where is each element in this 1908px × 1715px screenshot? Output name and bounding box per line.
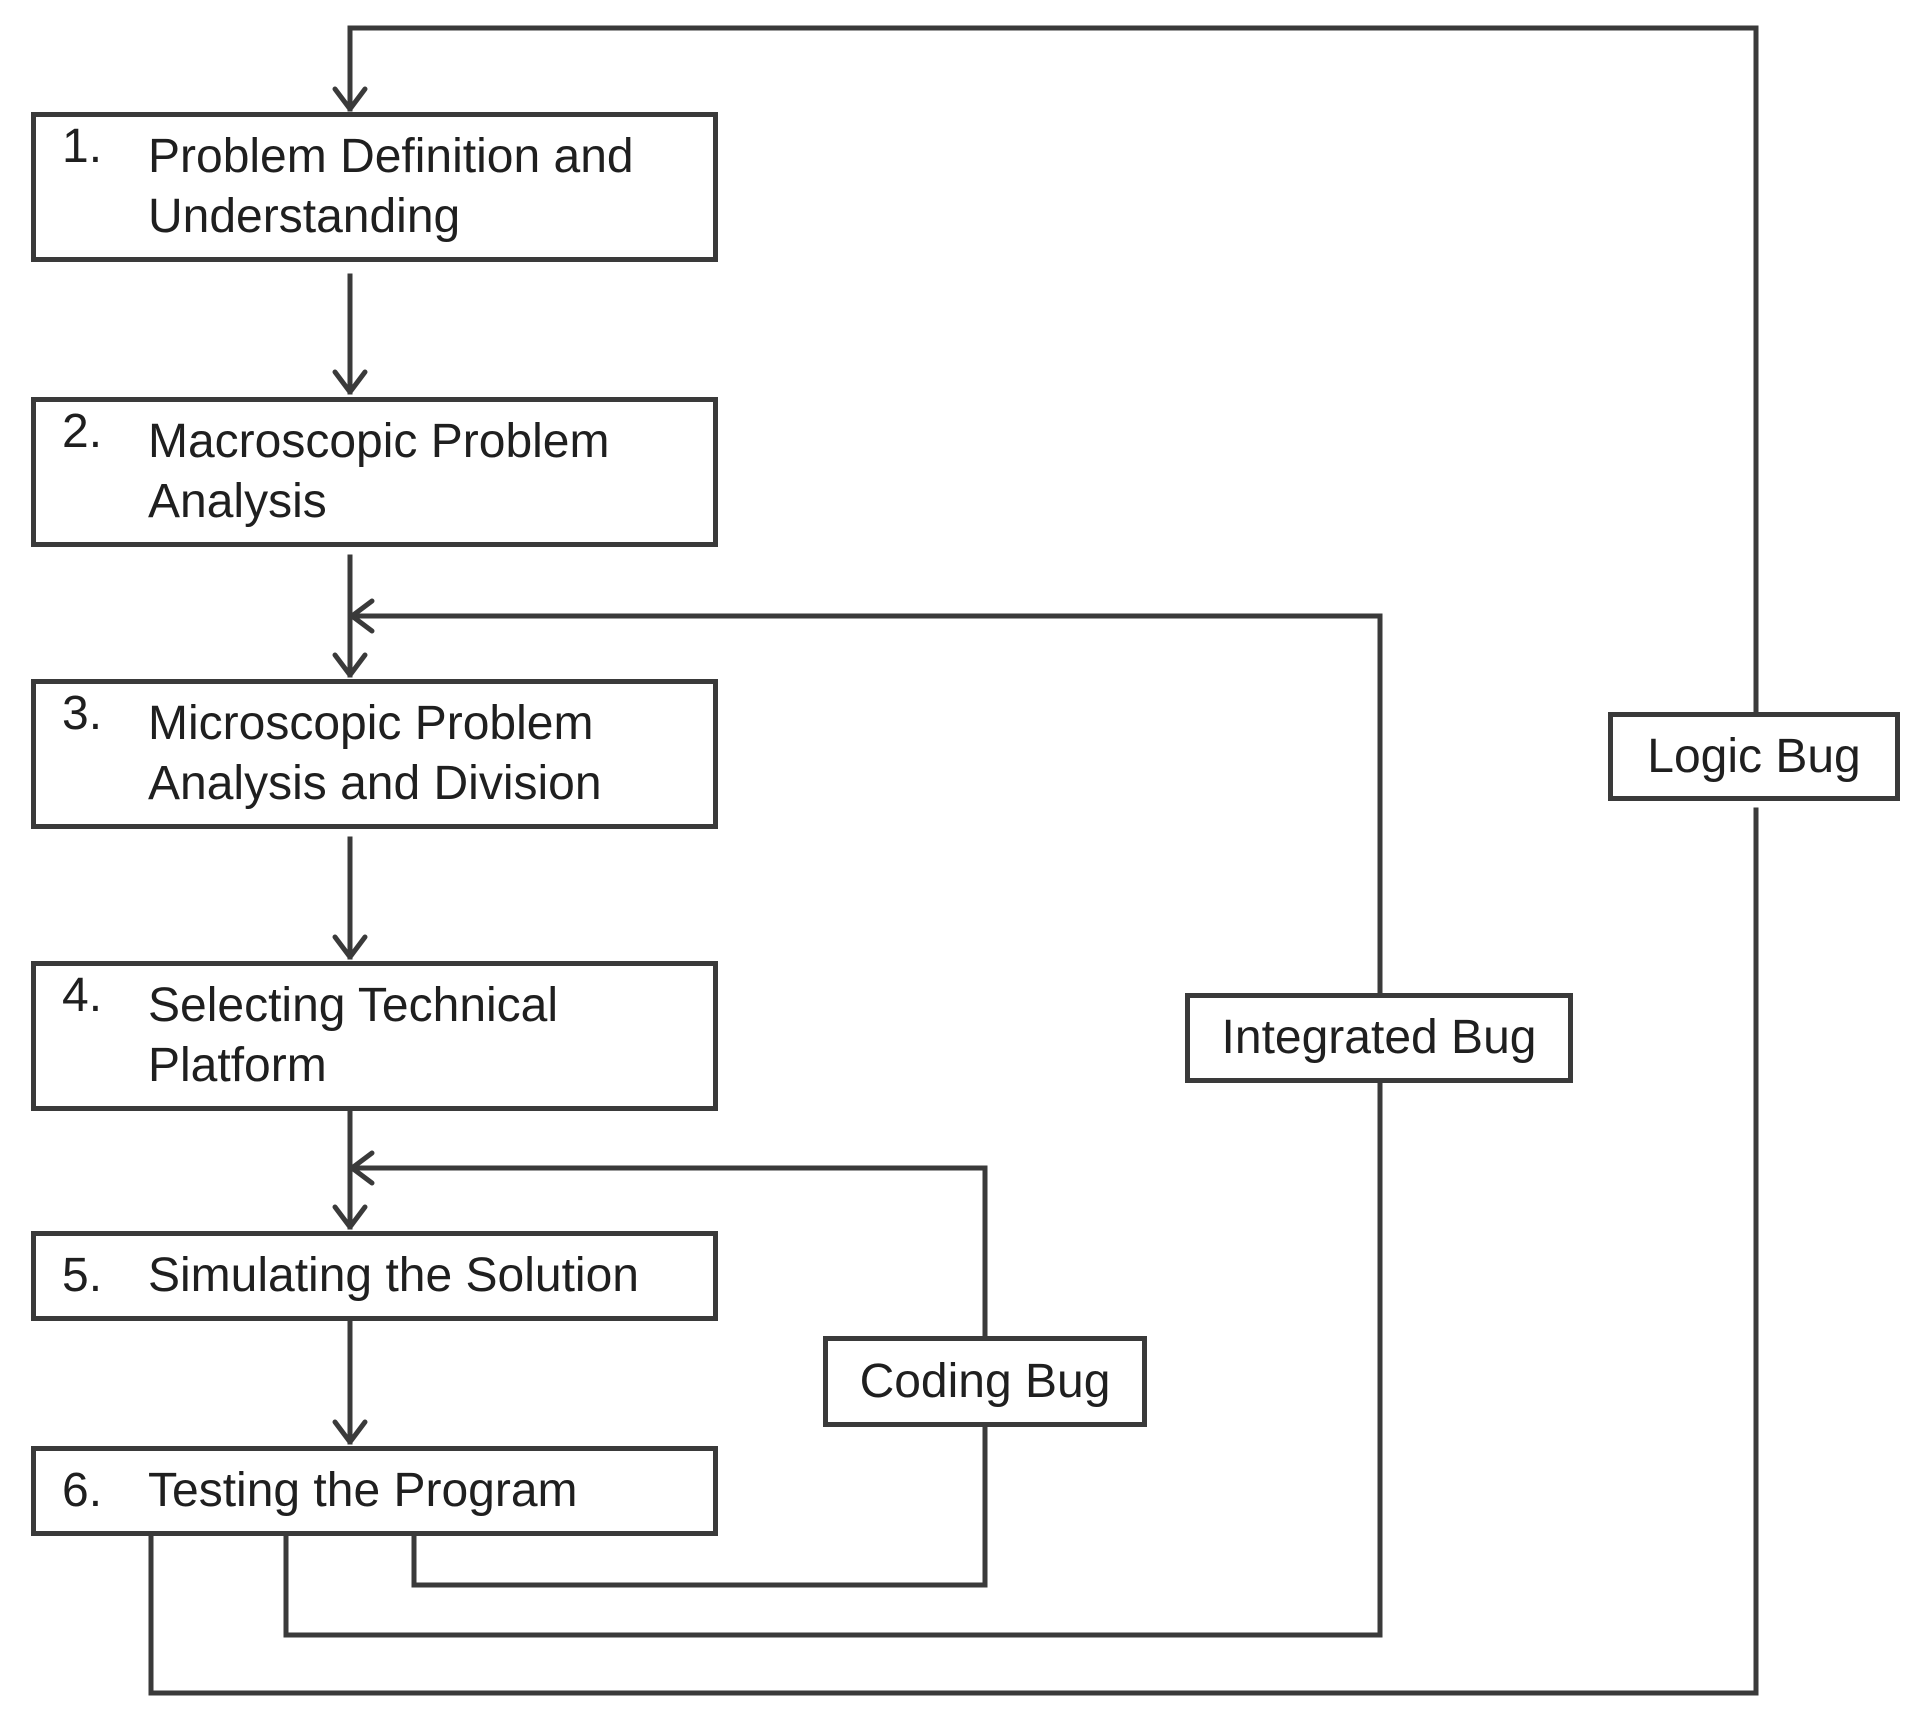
arrow-4-to-5-head bbox=[332, 1204, 368, 1230]
step-3-box: 3. Microscopic Problem Analysis and Divi… bbox=[31, 679, 718, 829]
step-1-label: Problem Definition and Understanding bbox=[148, 130, 634, 243]
integrated-bug-label-box: Integrated Bug bbox=[1185, 993, 1573, 1083]
coding-bug-label: Coding Bug bbox=[859, 1354, 1111, 1408]
step-5-box: 5. Simulating the Solution bbox=[31, 1231, 718, 1321]
arrow-5-to-6-head bbox=[332, 1419, 368, 1445]
logic-bug-loop bbox=[148, 25, 1759, 1696]
logic-bug-arrowhead bbox=[332, 86, 368, 112]
step-6-label: Testing the Program bbox=[148, 1464, 578, 1517]
integrated-bug-path-bottom bbox=[283, 1080, 1383, 1638]
integrated-bug-loop bbox=[283, 598, 1383, 1638]
integrated-bug-arrowhead bbox=[349, 598, 375, 634]
arrow-3-to-4-head bbox=[332, 934, 368, 960]
coding-bug-arrowhead bbox=[349, 1150, 375, 1186]
arrow-1-to-2-head bbox=[332, 369, 368, 395]
coding-bug-path-top bbox=[347, 1165, 988, 1339]
step-4-label: Selecting Technical Platform bbox=[148, 979, 559, 1092]
logic-bug-label: Logic Bug bbox=[1647, 729, 1861, 783]
integrated-bug-label: Integrated Bug bbox=[1221, 1011, 1537, 1064]
step-5-number: 5. bbox=[62, 1249, 103, 1302]
logic-bug-path-bottom bbox=[148, 807, 1759, 1696]
logic-bug-label-box: Logic Bug bbox=[1608, 712, 1900, 801]
step-6-box: 6. Testing the Program bbox=[31, 1446, 718, 1536]
step-3-number: 3. bbox=[62, 687, 103, 740]
step-2-number: 2. bbox=[62, 405, 103, 458]
step-4-number: 4. bbox=[62, 969, 103, 1022]
integrated-bug-path-top bbox=[347, 613, 1383, 996]
step-6-number: 6. bbox=[62, 1464, 103, 1517]
step-2-box: 2. Macroscopic Problem Analysis bbox=[31, 397, 718, 547]
coding-bug-loop bbox=[347, 1150, 988, 1588]
logic-bug-path-top bbox=[347, 25, 1759, 715]
coding-bug-path-bottom bbox=[411, 1424, 988, 1588]
arrow-2-to-3-head bbox=[332, 652, 368, 678]
step-1-number: 1. bbox=[62, 120, 103, 173]
step-5-label: Simulating the Solution bbox=[148, 1249, 639, 1302]
step-1-box: 1. Problem Definition and Understanding bbox=[31, 112, 718, 262]
step-4-box: 4. Selecting Technical Platform bbox=[31, 961, 718, 1111]
step-3-label: Microscopic Problem Analysis and Divisio… bbox=[148, 697, 602, 810]
coding-bug-label-box: Coding Bug bbox=[823, 1336, 1147, 1427]
step-2-label: Macroscopic Problem Analysis bbox=[148, 415, 610, 528]
